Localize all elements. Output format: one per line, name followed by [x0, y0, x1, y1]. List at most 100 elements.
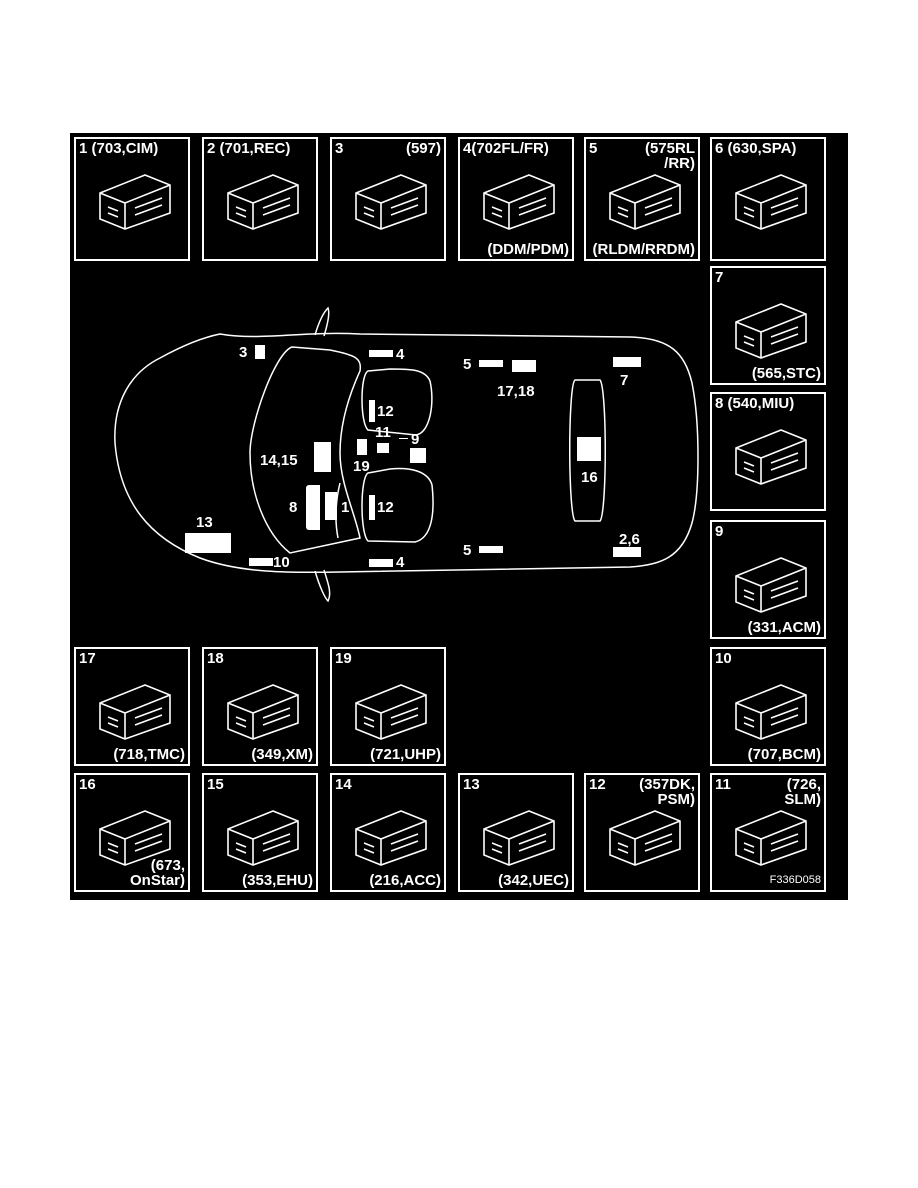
label-14-15: 14,15: [260, 452, 298, 469]
panel-title: 14: [335, 776, 352, 793]
module-illustration: [99, 810, 171, 866]
module-illustration: [735, 174, 807, 230]
module-panel-19: 19 (721,UHP): [330, 647, 446, 766]
marker-12-top: [369, 400, 375, 422]
module-illustration: [483, 174, 555, 230]
marker-14-15: [314, 442, 331, 472]
module-panel-9: 9 (331,ACM): [710, 520, 826, 639]
panel-code-bottom: (721,UHP): [370, 746, 441, 763]
panel-title: 16: [79, 776, 96, 793]
module-panel-5: 5(575RL /RR)(RLDM/RRDM): [584, 137, 700, 261]
module-panel-13: 13 (342,UEC): [458, 773, 574, 892]
panel-title: 17: [79, 650, 96, 667]
panel-title: 1 (703,CIM): [79, 140, 159, 157]
car-outline: [114, 306, 699, 603]
marker-12-bottom: [369, 495, 375, 520]
panel-code-top: (597): [405, 140, 441, 157]
module-illustration: [355, 810, 427, 866]
panel-title: 7: [715, 269, 724, 286]
panel-title: 8 (540,MIU): [715, 395, 795, 412]
module-illustration: [609, 174, 681, 230]
marker-2-6: [613, 547, 641, 557]
marker-5-bottom: [479, 546, 503, 553]
label-12-bottom: 12: [377, 499, 394, 516]
label-13: 13: [196, 514, 213, 531]
module-panel-15: 15(353,EHU): [202, 773, 318, 892]
car-body: [114, 332, 699, 574]
panel-title: 13: [463, 776, 480, 793]
marker-5-top: [479, 360, 503, 367]
marker-17-18: [512, 360, 536, 372]
marker-4-top: [369, 350, 393, 357]
module-illustration: [735, 684, 807, 740]
panel-code-bottom: (DDM/PDM): [487, 241, 569, 258]
panel-title: 5: [589, 140, 598, 157]
module-illustration: [227, 174, 299, 230]
panel-code-bottom: (342,UEC): [498, 872, 569, 889]
panel-code-bottom: (565,STC): [751, 365, 821, 382]
module-panel-10: 10 (707,BCM): [710, 647, 826, 766]
module-illustration: [355, 174, 427, 230]
label-11: 11: [375, 424, 391, 441]
figure-code: F336D058: [769, 874, 821, 886]
label-3: 3: [239, 344, 248, 361]
label-17-18: 17,18: [497, 383, 535, 400]
panel-title: 9: [715, 523, 724, 540]
label-5-bottom: 5: [463, 542, 472, 559]
label-2-6: 2,6: [619, 531, 640, 548]
label-5-top: 5: [463, 356, 472, 373]
module-panel-14: 14(216,ACC): [330, 773, 446, 892]
module-illustration: [227, 810, 299, 866]
module-panel-17: 17 (718,TMC): [74, 647, 190, 766]
panel-title: 19: [335, 650, 352, 667]
module-panel-11: 11 (726, SLM) F336D058: [710, 773, 826, 892]
module-illustration: [483, 810, 555, 866]
module-panel-1: 1 (703,CIM): [74, 137, 190, 261]
panel-code-bottom: (707,BCM): [747, 746, 821, 763]
panel-code-bottom: (331,ACM): [747, 619, 821, 636]
label-12-top: 12: [377, 403, 394, 420]
module-panel-8: 8 (540,MIU): [710, 392, 826, 511]
label-9: 9: [411, 431, 420, 448]
panel-title: 11: [715, 776, 731, 793]
module-illustration: [735, 429, 807, 485]
marker-19: [357, 439, 367, 455]
panel-title: 4(702FL/FR): [463, 140, 549, 157]
label-10: 10: [273, 554, 290, 571]
module-panel-4: 4(702FL/FR) (DDM/PDM): [458, 137, 574, 261]
module-illustration: [735, 303, 807, 359]
label-1: 1: [341, 499, 350, 516]
seat-front-left: [361, 368, 433, 436]
module-panel-12: 12(357DK, PSM): [584, 773, 700, 892]
leader-9: [399, 438, 408, 439]
panel-code-bottom: (349,XM): [251, 746, 313, 763]
module-panel-3: 3 (597): [330, 137, 446, 261]
label-19: 19: [353, 458, 370, 475]
marker-9: [410, 448, 426, 463]
panel-title: 12: [589, 776, 606, 793]
module-illustration: [735, 557, 807, 613]
module-illustration: [735, 810, 807, 866]
panel-title: 6 (630,SPA): [715, 140, 797, 157]
panel-title: 10: [715, 650, 732, 667]
panel-title: 3: [335, 140, 344, 157]
rear-console: [569, 379, 606, 522]
panel-code-top: (726, SLM): [784, 776, 821, 808]
module-panel-16: 16(673, OnStar): [74, 773, 190, 892]
module-illustration: [609, 810, 681, 866]
label-4-bottom: 4: [396, 554, 405, 571]
seat-front-right: [361, 467, 434, 543]
module-illustration: [99, 174, 171, 230]
module-illustration: [227, 684, 299, 740]
module-panel-2: 2 (701,REC): [202, 137, 318, 261]
panel-title: 18: [207, 650, 224, 667]
panel-title: 2 (701,REC): [207, 140, 291, 157]
panel-code-top: (575RL /RR): [644, 140, 695, 172]
panel-code-bottom: (718,TMC): [113, 746, 185, 763]
marker-7: [613, 357, 641, 367]
module-panel-6: 6 (630,SPA): [710, 137, 826, 261]
marker-8: [306, 485, 320, 530]
marker-13: [185, 533, 231, 553]
marker-3: [255, 345, 265, 359]
marker-10: [249, 558, 273, 566]
